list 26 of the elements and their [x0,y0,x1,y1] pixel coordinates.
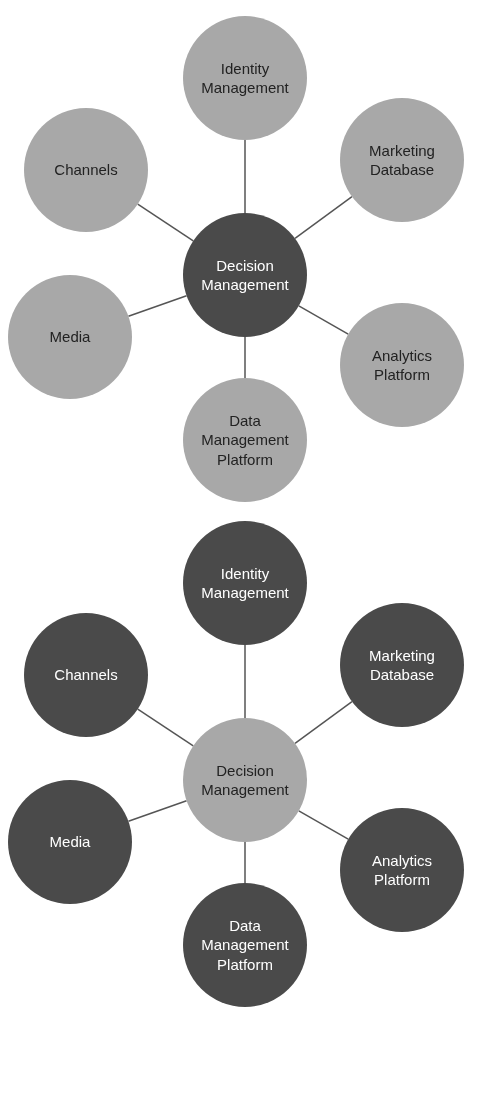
node-label: Media [48,327,92,347]
connector-line [244,841,246,884]
connector-line [137,708,194,747]
node-label: Channels [53,160,119,180]
node-label: Marketing Database [368,140,436,180]
node-label: Media [48,832,92,852]
node-label: Identity Management [200,58,290,98]
node-label: Decision Management [200,760,290,800]
connector-line [294,195,353,240]
node-label: Analytics Platform [371,345,433,385]
node-label: Identity Management [200,563,290,603]
node-label: Marketing Database [368,645,436,685]
node-label: Data Management Platform [200,410,290,470]
connector-line [294,700,353,745]
node-label: Analytics Platform [371,850,433,890]
connector-line [244,139,246,214]
connector-line [298,810,349,840]
connector-line [127,799,188,823]
connector-line [244,644,246,719]
connector-line [127,294,188,318]
connector-line [298,305,349,335]
node-label: Decision Management [200,255,290,295]
connector-line [137,203,194,242]
node-label: Data Management Platform [200,915,290,975]
connector-line [244,336,246,379]
node-label: Channels [53,665,119,685]
